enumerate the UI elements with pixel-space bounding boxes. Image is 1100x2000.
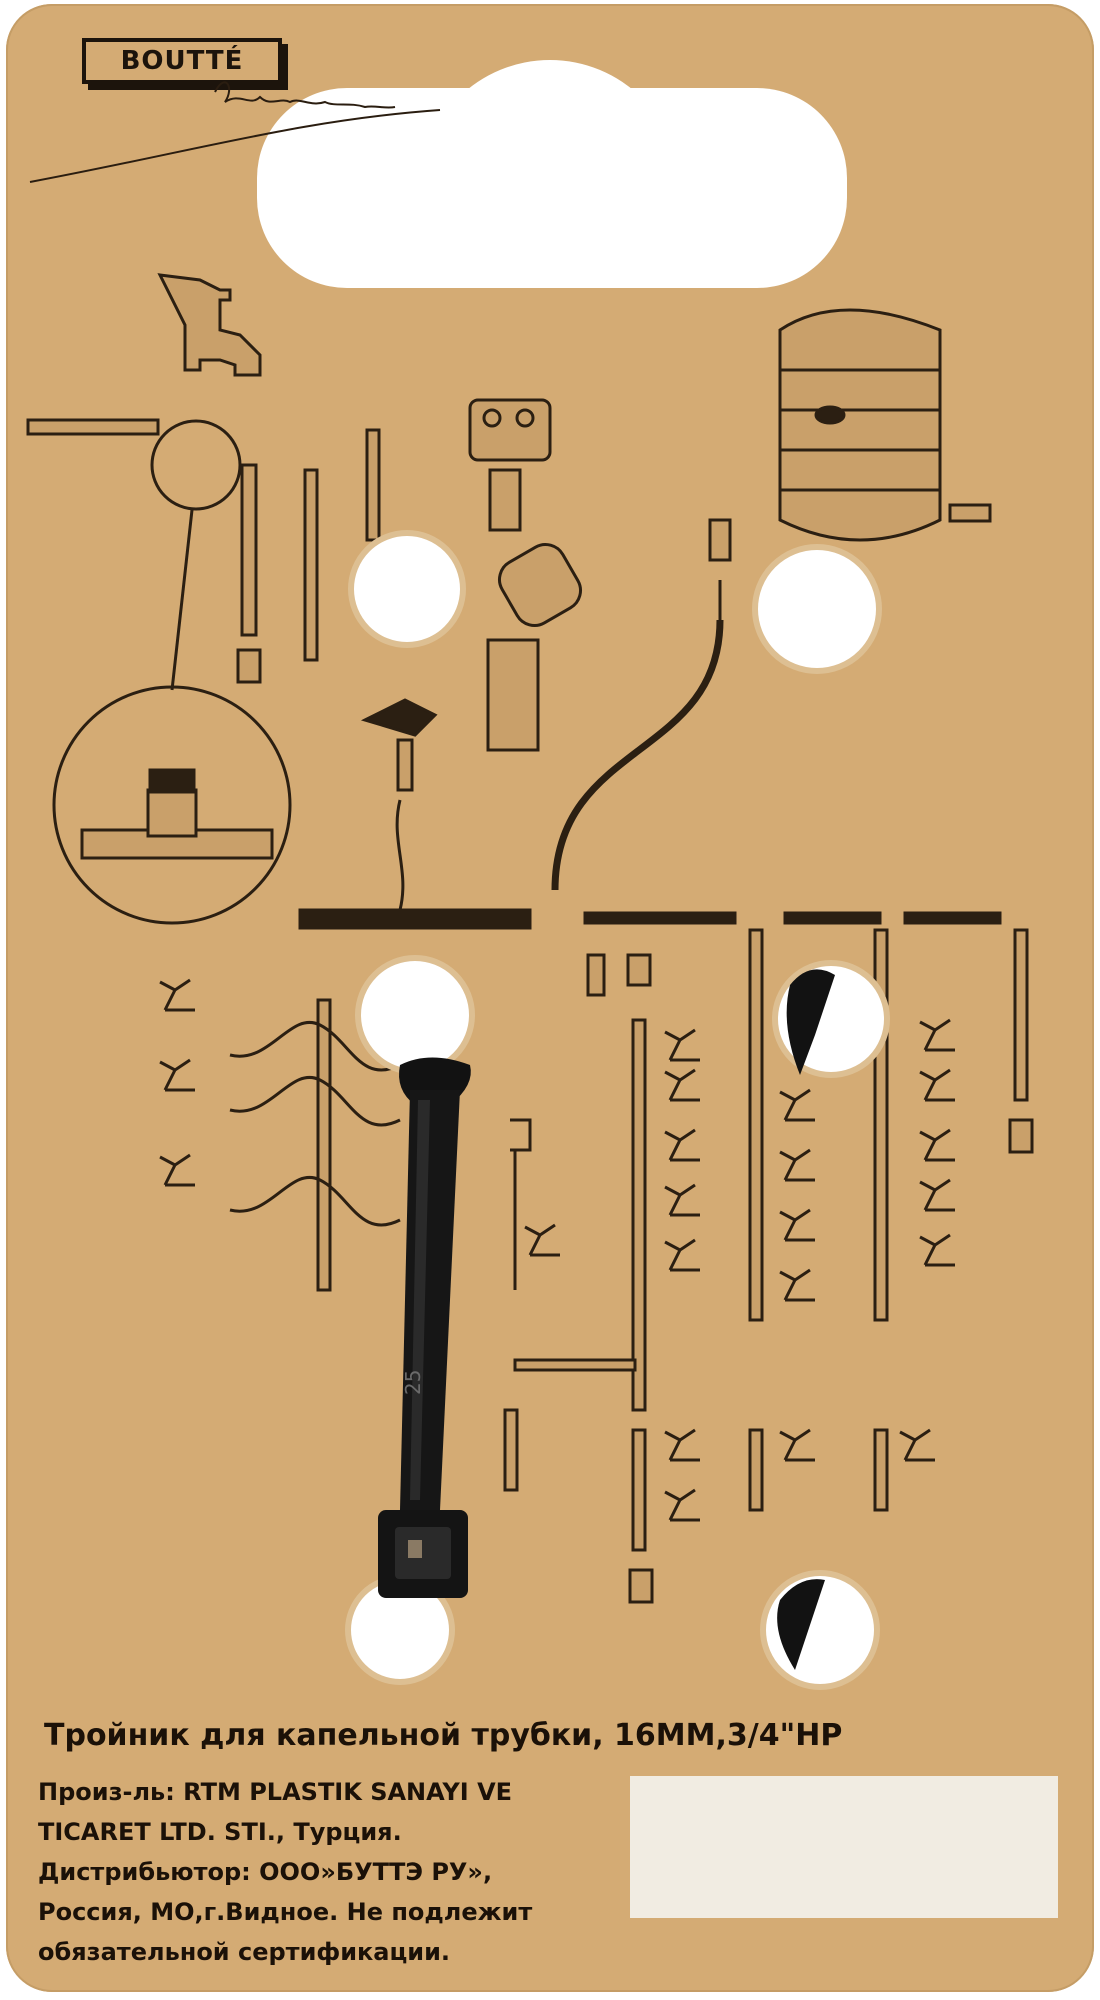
product-info: Произ-ль: RTM PLASTIK SANAYI VE TICARET …: [38, 1772, 608, 1972]
info-line: Произ-ль: RTM PLASTIK SANAYI VE: [38, 1778, 513, 1806]
cable-tie-marking: 25: [401, 1370, 425, 1395]
cable-tie-shape: [378, 969, 835, 1670]
hole-right-upper: [752, 544, 882, 674]
info-line: TICARET LTD. STI., Турция.: [38, 1818, 402, 1846]
brand-logo-text: BOUTTÉ: [120, 46, 244, 76]
brand-logo: BOUTTÉ: [82, 38, 282, 84]
info-line: обязательной сертификации.: [38, 1938, 451, 1966]
fittings: [236, 648, 1034, 1604]
hole-left-upper: [348, 530, 466, 648]
price-label-area: [630, 1776, 1058, 1918]
plant-sprouts: [159, 978, 955, 1522]
info-line: Россия, МО,г.Видное. Не подлежит: [38, 1898, 533, 1926]
hang-slot: [257, 88, 847, 288]
info-line: Дистрибьютор: ООО»БУТТЭ РУ»,: [38, 1858, 493, 1886]
product-title: Тройник для капельной трубки, 16ММ,3/4"Н…: [44, 1718, 843, 1753]
signature-flourish: [29, 81, 441, 183]
diagram-lines: [26, 273, 1029, 1552]
